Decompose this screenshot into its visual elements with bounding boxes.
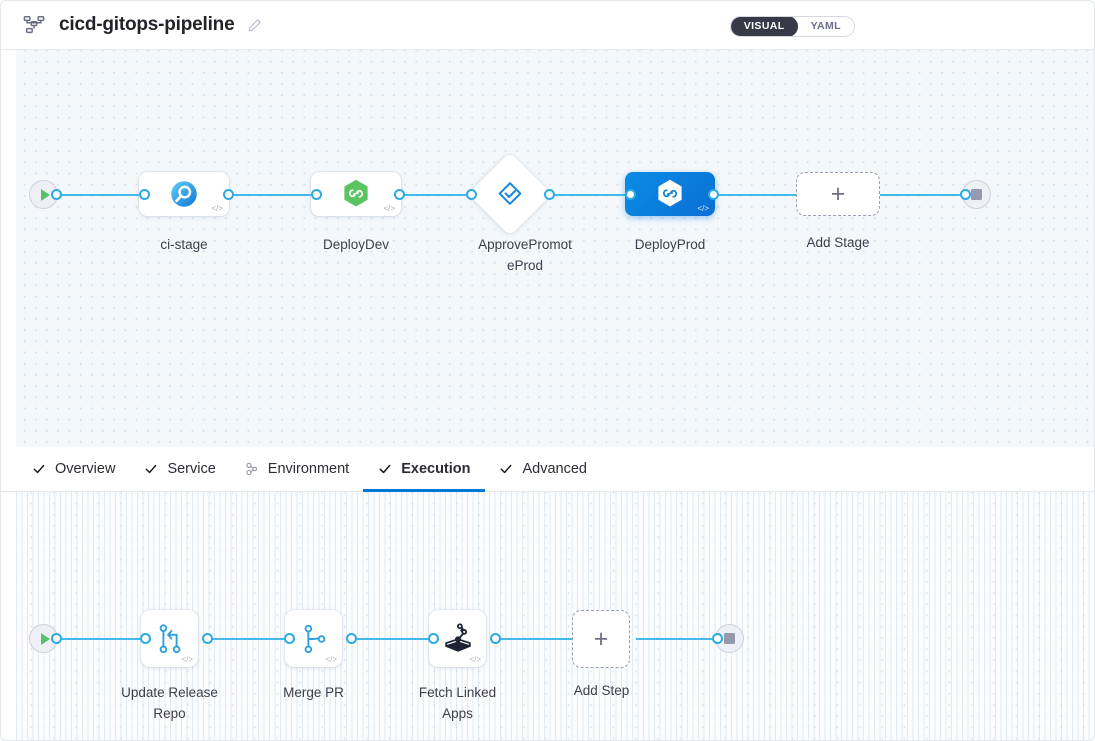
port-approve-in[interactable] [466, 189, 477, 200]
approval-diamond-check-icon [494, 178, 526, 210]
port-ci-out[interactable] [223, 189, 234, 200]
code-badge: </> [211, 204, 223, 213]
tab-label: Service [167, 461, 216, 477]
stage-node-ci-stage[interactable]: </> [139, 172, 229, 216]
port-merge-out[interactable] [346, 633, 357, 644]
git-branch-icon [299, 623, 329, 655]
stop-icon [971, 189, 982, 200]
step-label-line1: Merge PR [283, 685, 344, 700]
harness-hexagon-white-icon [656, 179, 684, 209]
edge-fetch-to-addstep [492, 638, 584, 640]
tab-execution[interactable]: Execution [363, 447, 485, 492]
port-fetch-out[interactable] [490, 633, 501, 644]
edge-ci-to-deploydev [226, 194, 336, 196]
play-icon [40, 632, 50, 645]
edge-approve-to-deployprod [546, 194, 656, 196]
port-ci-in[interactable] [139, 189, 150, 200]
edge-deployprod-to-addstage [710, 194, 820, 196]
stage-label-line2: eProd [506, 258, 544, 273]
plus-icon: + [830, 179, 846, 208]
stage-label-approvepromoteprod: ApprovePromot eProd [450, 234, 600, 276]
add-step-label: Add Step [573, 683, 630, 698]
git-merge-icon [155, 623, 185, 655]
edge-addstage-to-end [878, 194, 983, 196]
step-label-fetch-linked-apps: Fetch Linked Apps [400, 682, 515, 724]
add-stage-label: Add Stage [806, 235, 870, 250]
environment-icon [244, 462, 259, 477]
edge-deploydev-to-approve [396, 194, 506, 196]
check-icon [143, 462, 158, 477]
pipeline-nodes-icon [23, 14, 45, 36]
edge-addstep-to-end [636, 638, 731, 640]
port-update-in[interactable] [140, 633, 151, 644]
edge-start-to-ci [56, 194, 164, 196]
port-deploydev-in[interactable] [311, 189, 322, 200]
port-start-out[interactable] [51, 189, 62, 200]
code-badge: </> [181, 655, 193, 664]
tab-label: Overview [55, 461, 116, 477]
play-icon [40, 188, 50, 201]
stage-node-deployprod[interactable]: </> [625, 172, 715, 216]
code-badge: </> [697, 204, 709, 213]
port-fetch-in[interactable] [428, 633, 439, 644]
step-label-line2: Apps [442, 706, 473, 721]
step-label-update-release-repo: Update Release Repo [112, 682, 227, 724]
tab-label: Environment [267, 461, 350, 477]
port-start-out[interactable] [51, 633, 62, 644]
view-mode-toggle[interactable]: VISUAL YAML [729, 16, 855, 37]
port-deployprod-out[interactable] [708, 189, 719, 200]
plus-icon: + [593, 624, 609, 653]
port-approve-out[interactable] [544, 189, 555, 200]
step-label-line1: Fetch Linked [418, 685, 497, 700]
check-icon [31, 462, 46, 477]
stage-label-deploydev: DeployDev [322, 237, 390, 252]
stage-node-deploydev[interactable]: </> [311, 172, 401, 216]
tab-service[interactable]: Service [129, 447, 229, 492]
port-deploydev-out[interactable] [394, 189, 405, 200]
step-label-line1: Update Release [121, 685, 218, 700]
toggle-option-yaml[interactable]: YAML [810, 20, 841, 32]
code-badge: </> [383, 204, 395, 213]
harness-hexagon-green-icon [342, 179, 370, 209]
stop-icon [724, 633, 735, 644]
ci-build-magnifier-icon [169, 179, 199, 209]
code-badge: </> [469, 655, 481, 664]
tab-environment[interactable]: Environment [230, 447, 363, 492]
port-deployprod-in[interactable] [625, 189, 636, 200]
tab-advanced[interactable]: Advanced [485, 447, 602, 492]
add-stage-button[interactable]: + [796, 172, 880, 216]
stage-config-tabs: Overview Service Environment Execution [1, 447, 1094, 492]
edge-start-to-update [56, 638, 164, 640]
tab-overview[interactable]: Overview [17, 447, 129, 492]
edge-merge-to-fetch [348, 638, 448, 640]
code-badge: </> [325, 655, 337, 664]
stage-label-line1: ApprovePromot [478, 237, 572, 252]
step-canvas[interactable]: </> Update Release Repo </> Merge PR [16, 492, 1094, 740]
pencil-icon[interactable] [246, 17, 262, 33]
toggle-option-visual[interactable]: VISUAL [730, 17, 798, 36]
tab-label: Execution [401, 461, 471, 477]
header-bar: cicd-gitops-pipeline VISUAL YAML [1, 1, 1094, 50]
port-end-in[interactable] [712, 633, 723, 644]
stage-label-ci-stage: ci-stage [160, 237, 208, 252]
edge-update-to-merge [204, 638, 304, 640]
port-merge-in[interactable] [284, 633, 295, 644]
stage-canvas[interactable]: </> ci-stage </> DeployDev ApprovePr [16, 50, 1094, 447]
stage-label-deployprod: DeployProd [634, 237, 706, 252]
port-update-out[interactable] [202, 633, 213, 644]
step-label-merge-pr: Merge PR [256, 682, 371, 703]
check-icon [499, 462, 514, 477]
port-end-in[interactable] [960, 189, 971, 200]
step-label-line2: Repo [153, 706, 186, 721]
page-title: cicd-gitops-pipeline [59, 14, 235, 35]
tab-label: Advanced [522, 461, 588, 477]
add-step-button[interactable]: + [572, 610, 630, 668]
check-icon [377, 462, 392, 477]
argocd-octopus-icon [441, 622, 475, 656]
